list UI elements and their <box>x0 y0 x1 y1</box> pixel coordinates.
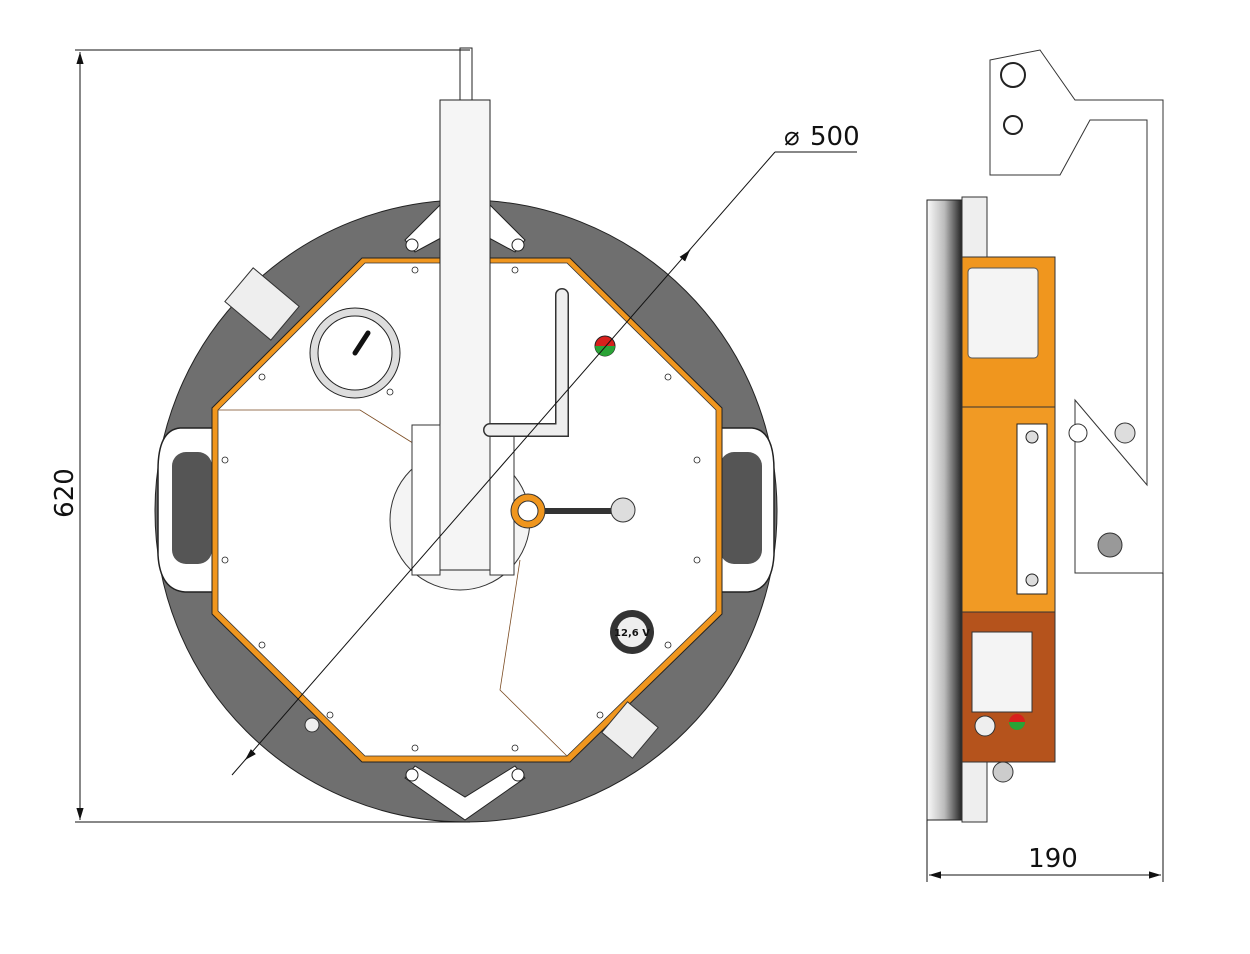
lifting-beam <box>439 99 491 571</box>
side-view <box>926 49 1164 823</box>
filter-housing <box>224 267 300 341</box>
seal-rim <box>926 199 963 821</box>
bottom-bracket <box>404 765 526 821</box>
diameter-value: 500 <box>810 122 860 152</box>
front-view: 12,6 V <box>154 47 778 823</box>
dimension-diameter: ⌀ 500 <box>231 122 860 776</box>
depth-value: 190 <box>1028 844 1078 874</box>
dimension-depth: 190 <box>926 573 1164 882</box>
voltmeter: 12,6 V <box>610 610 654 654</box>
height-value: 620 <box>50 468 80 518</box>
voltmeter-reading: 12,6 V <box>614 628 650 639</box>
lever-knob <box>610 497 636 523</box>
dimension-height: 620 <box>50 49 470 823</box>
suspension-bracket <box>989 49 1164 574</box>
screws <box>221 266 701 752</box>
diameter-symbol: ⌀ <box>784 122 800 152</box>
vacuum-gauge <box>309 307 401 399</box>
